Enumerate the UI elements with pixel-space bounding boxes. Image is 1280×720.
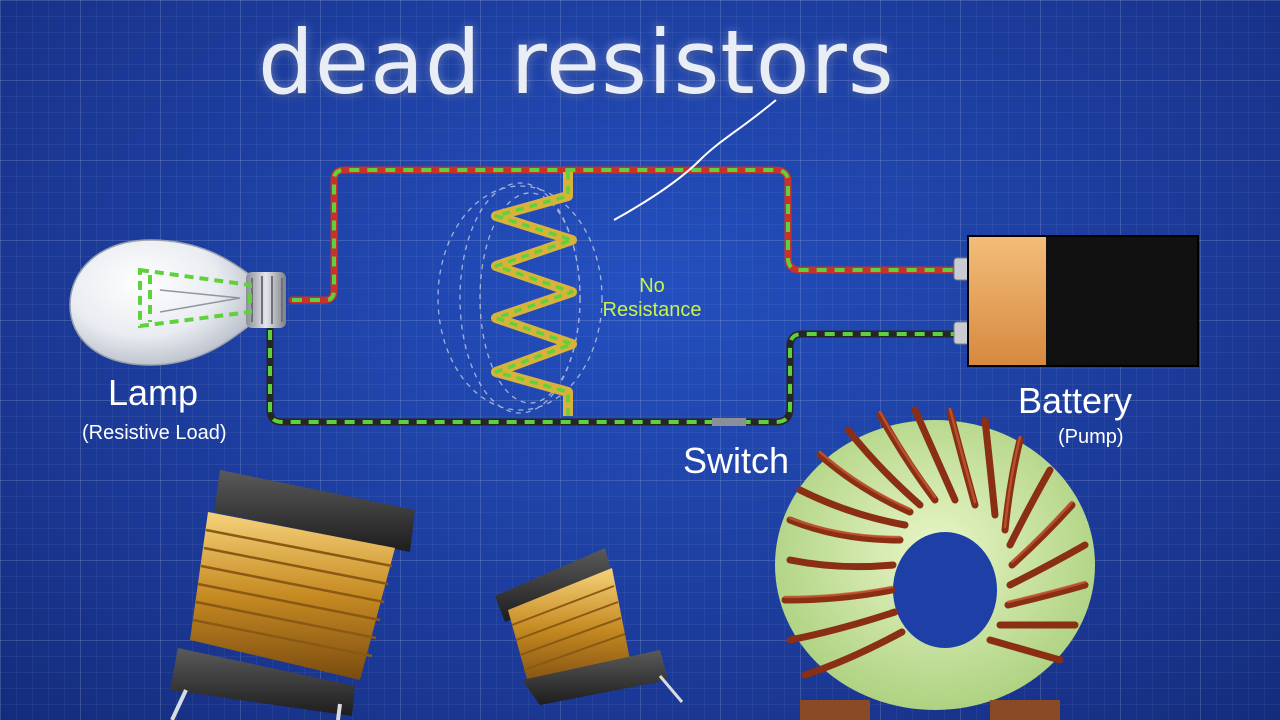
title-pointer-line [613,99,777,221]
battery-sublabel: (Pump) [1058,426,1124,448]
lamp-sublabel: (Resistive Load) [82,422,227,444]
light-bulb-icon [69,239,286,366]
no-resistance-line1: No [639,275,665,297]
resistor-coil-icon [437,172,603,416]
no-resistance-line2: Resistance [602,299,702,321]
inductor-icon [170,470,415,720]
switch-label: Switch [683,440,790,481]
lamp-label: Lamp [108,372,199,413]
positive-wire [288,166,962,304]
negative-wire [266,326,962,426]
battery-label: Battery [1018,380,1133,421]
toroid-inductor-icon [775,406,1095,720]
no-resistance-label: No Resistance [594,274,710,322]
inductor-icon [495,548,684,705]
switch-contact[interactable] [712,418,746,426]
battery-icon [953,235,1199,367]
page-title: dead resistors [258,11,895,114]
